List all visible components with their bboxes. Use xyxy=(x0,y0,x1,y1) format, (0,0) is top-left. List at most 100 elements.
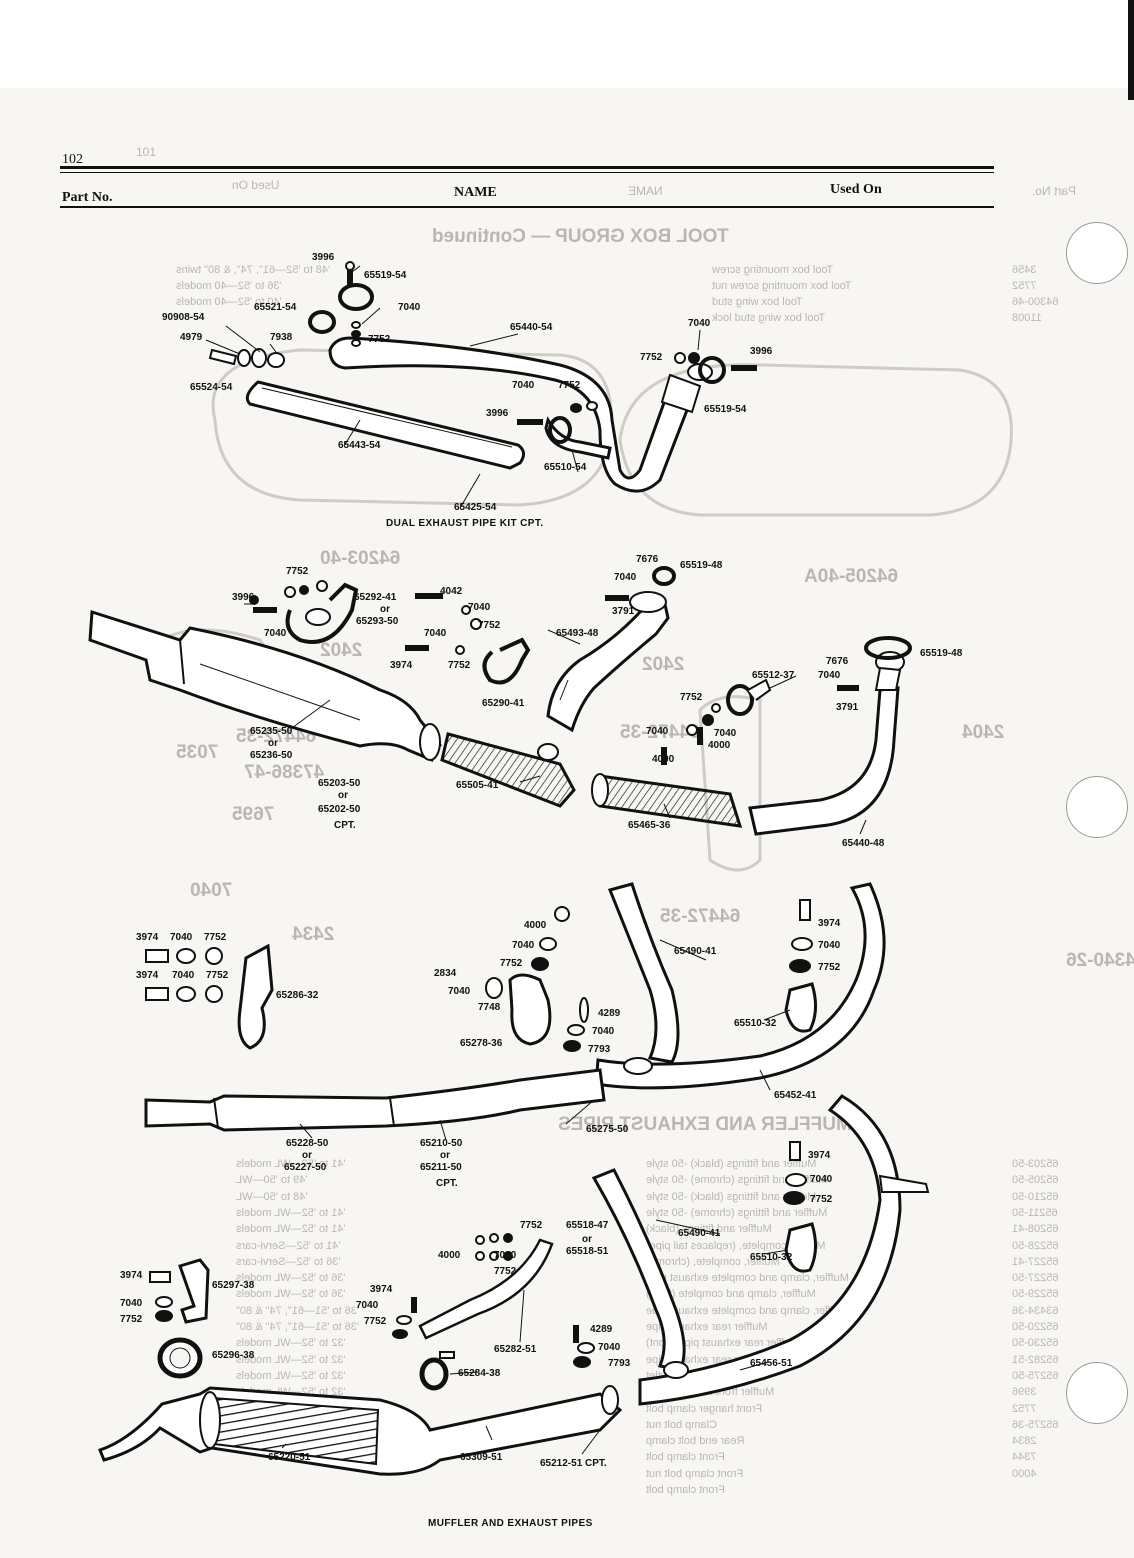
part-label-65296-38: 65296-38 xyxy=(212,1350,255,1361)
part-label-or-e: or xyxy=(440,1150,450,1161)
part-label-65510-54: 65510-54 xyxy=(544,462,587,473)
pipe-65465-36 xyxy=(591,773,743,828)
part-label-65493-48: 65493-48 xyxy=(556,628,599,639)
bracket-65286-32 xyxy=(237,943,274,1050)
pipe-65443-54 xyxy=(245,380,525,470)
pipe-65456-51 xyxy=(638,1094,930,1406)
part-label-7040-b: 7040 xyxy=(688,318,711,329)
part-label-4042: 4042 xyxy=(440,586,463,597)
part-label-65203-50: 65203-50 xyxy=(318,778,361,789)
part-label-65452-41: 65452-41 xyxy=(774,1090,817,1101)
part-label-3996-b: 3996 xyxy=(486,408,509,419)
part-label-65293-50: 65293-50 xyxy=(356,616,399,627)
part-label-65490-41-a: 65490-41 xyxy=(674,946,717,957)
part-label-7040-p: 7040 xyxy=(818,940,841,951)
small-hardware xyxy=(249,580,721,765)
part-label-90908-54: 90908-54 xyxy=(162,312,205,323)
part-label-65290-41: 65290-41 xyxy=(482,698,525,709)
part-label-7752-a: 7752 xyxy=(368,334,391,345)
part-label-65292-41: 65292-41 xyxy=(354,592,397,603)
hardware-1951-mid xyxy=(392,1233,513,1339)
part-label-7040-q: 7040 xyxy=(810,1174,833,1185)
clamp-65512-37 xyxy=(726,678,772,716)
part-label-65227-50: 65227-50 xyxy=(284,1162,327,1173)
caption-muffler-exhaust-pipes: MUFFLER AND EXHAUST PIPES xyxy=(428,1518,593,1529)
column-used-on: Used On xyxy=(830,182,882,197)
clamp-65290-41 xyxy=(482,637,531,685)
part-label-7040-e: 7040 xyxy=(468,602,491,613)
part-label-65465-36: 65465-36 xyxy=(628,820,671,831)
part-label-3974-f: 3974 xyxy=(120,1270,143,1281)
binding-edge xyxy=(1128,0,1134,100)
header-rule xyxy=(60,206,994,208)
page-number: 102 xyxy=(62,152,83,167)
part-label-7752-k: 7752 xyxy=(818,962,841,973)
part-label-7040-k: 7040 xyxy=(170,932,193,943)
part-label-65519-54-b: 65519-54 xyxy=(704,404,747,415)
part-label-7040-g: 7040 xyxy=(614,572,637,583)
part-label-3996-d: 3996 xyxy=(232,592,255,603)
part-label-65505-41: 65505-41 xyxy=(456,780,499,791)
part-label-3791-a: 3791 xyxy=(612,606,635,617)
muffler-65220-51 xyxy=(98,1385,623,1476)
part-label-cpt-a: CPT. xyxy=(334,820,356,831)
part-label-7676-b: 7676 xyxy=(826,656,849,667)
clamp-65292-41 xyxy=(285,582,359,644)
part-label-7752-c: 7752 xyxy=(558,380,581,391)
header-rule xyxy=(60,166,994,169)
binder-hole xyxy=(1066,222,1128,284)
part-label-4979: 4979 xyxy=(180,332,203,343)
ghost-tank-outlines xyxy=(159,348,1013,872)
part-label-or-d: or xyxy=(302,1150,312,1161)
part-label-4000-a: 4000 xyxy=(652,754,675,765)
part-label-7040-l: 7040 xyxy=(172,970,195,981)
part-label-65510-32-a: 65510-32 xyxy=(734,1018,777,1029)
part-label-65282-51: 65282-51 xyxy=(494,1344,537,1355)
hardware-1951-left xyxy=(149,1271,173,1322)
clamp-65278-36 xyxy=(485,906,589,1052)
part-label-65490-41-b: 65490-41 xyxy=(678,1228,721,1239)
muffler-65228-50 xyxy=(144,1068,606,1132)
part-label-7752-l: 7752 xyxy=(810,1194,833,1205)
clamp-65519-48-top xyxy=(605,566,676,601)
part-label-7752-g: 7752 xyxy=(680,692,703,703)
column-part-no: Part No. xyxy=(62,190,113,205)
part-label-7752-n: 7752 xyxy=(494,1266,517,1277)
part-label-3996-a: 3996 xyxy=(312,252,335,263)
part-label-3996-c: 3996 xyxy=(750,346,773,357)
part-label-3974-e: 3974 xyxy=(808,1150,831,1161)
part-label-7040-n: 7040 xyxy=(448,986,471,997)
part-label-or-f: or xyxy=(582,1234,592,1245)
part-label-65519-48-b: 65519-48 xyxy=(920,648,963,659)
muffler-65203-50 xyxy=(88,609,442,762)
part-label-65284-38: 65284-38 xyxy=(458,1368,501,1379)
part-label-4000-d: 4000 xyxy=(438,1250,461,1261)
leader-lines xyxy=(205,265,867,1455)
part-label-65518-51: 65518-51 xyxy=(566,1246,609,1257)
clamp-65510-32-upper xyxy=(784,899,817,1033)
clamp-65284-38 xyxy=(419,1351,455,1391)
part-label-3974-d: 3974 xyxy=(818,918,841,929)
part-label-65202-50: 65202-50 xyxy=(318,804,361,815)
part-label-7040-u: 7040 xyxy=(598,1342,621,1353)
part-label-65309-51: 65309-51 xyxy=(460,1452,503,1463)
part-label-or-a: or xyxy=(380,604,390,615)
part-label-7752-d: 7752 xyxy=(286,566,309,577)
part-label-65220-51: 65220-51 xyxy=(268,1452,311,1463)
part-label-7752-b: 7752 xyxy=(640,352,663,363)
pipe-65493-48 xyxy=(546,591,670,733)
part-label-4289-a: 4289 xyxy=(598,1008,621,1019)
part-label-65275-50: 65275-50 xyxy=(586,1124,629,1135)
part-label-65521-54: 65521-54 xyxy=(254,302,297,313)
part-label-7040-f: 7040 xyxy=(424,628,447,639)
part-label-3974-c: 3974 xyxy=(136,970,159,981)
part-label-cpt-b: CPT. xyxy=(436,1178,458,1189)
part-label-65440-54: 65440-54 xyxy=(510,322,553,333)
binder-hole xyxy=(1066,776,1128,838)
part-label-4000-b: 4000 xyxy=(708,740,731,751)
part-label-65212-51: 65212-51 CPT. xyxy=(540,1458,607,1469)
part-label-7793-a: 7793 xyxy=(588,1044,611,1055)
part-label-7040-h: 7040 xyxy=(818,670,841,681)
